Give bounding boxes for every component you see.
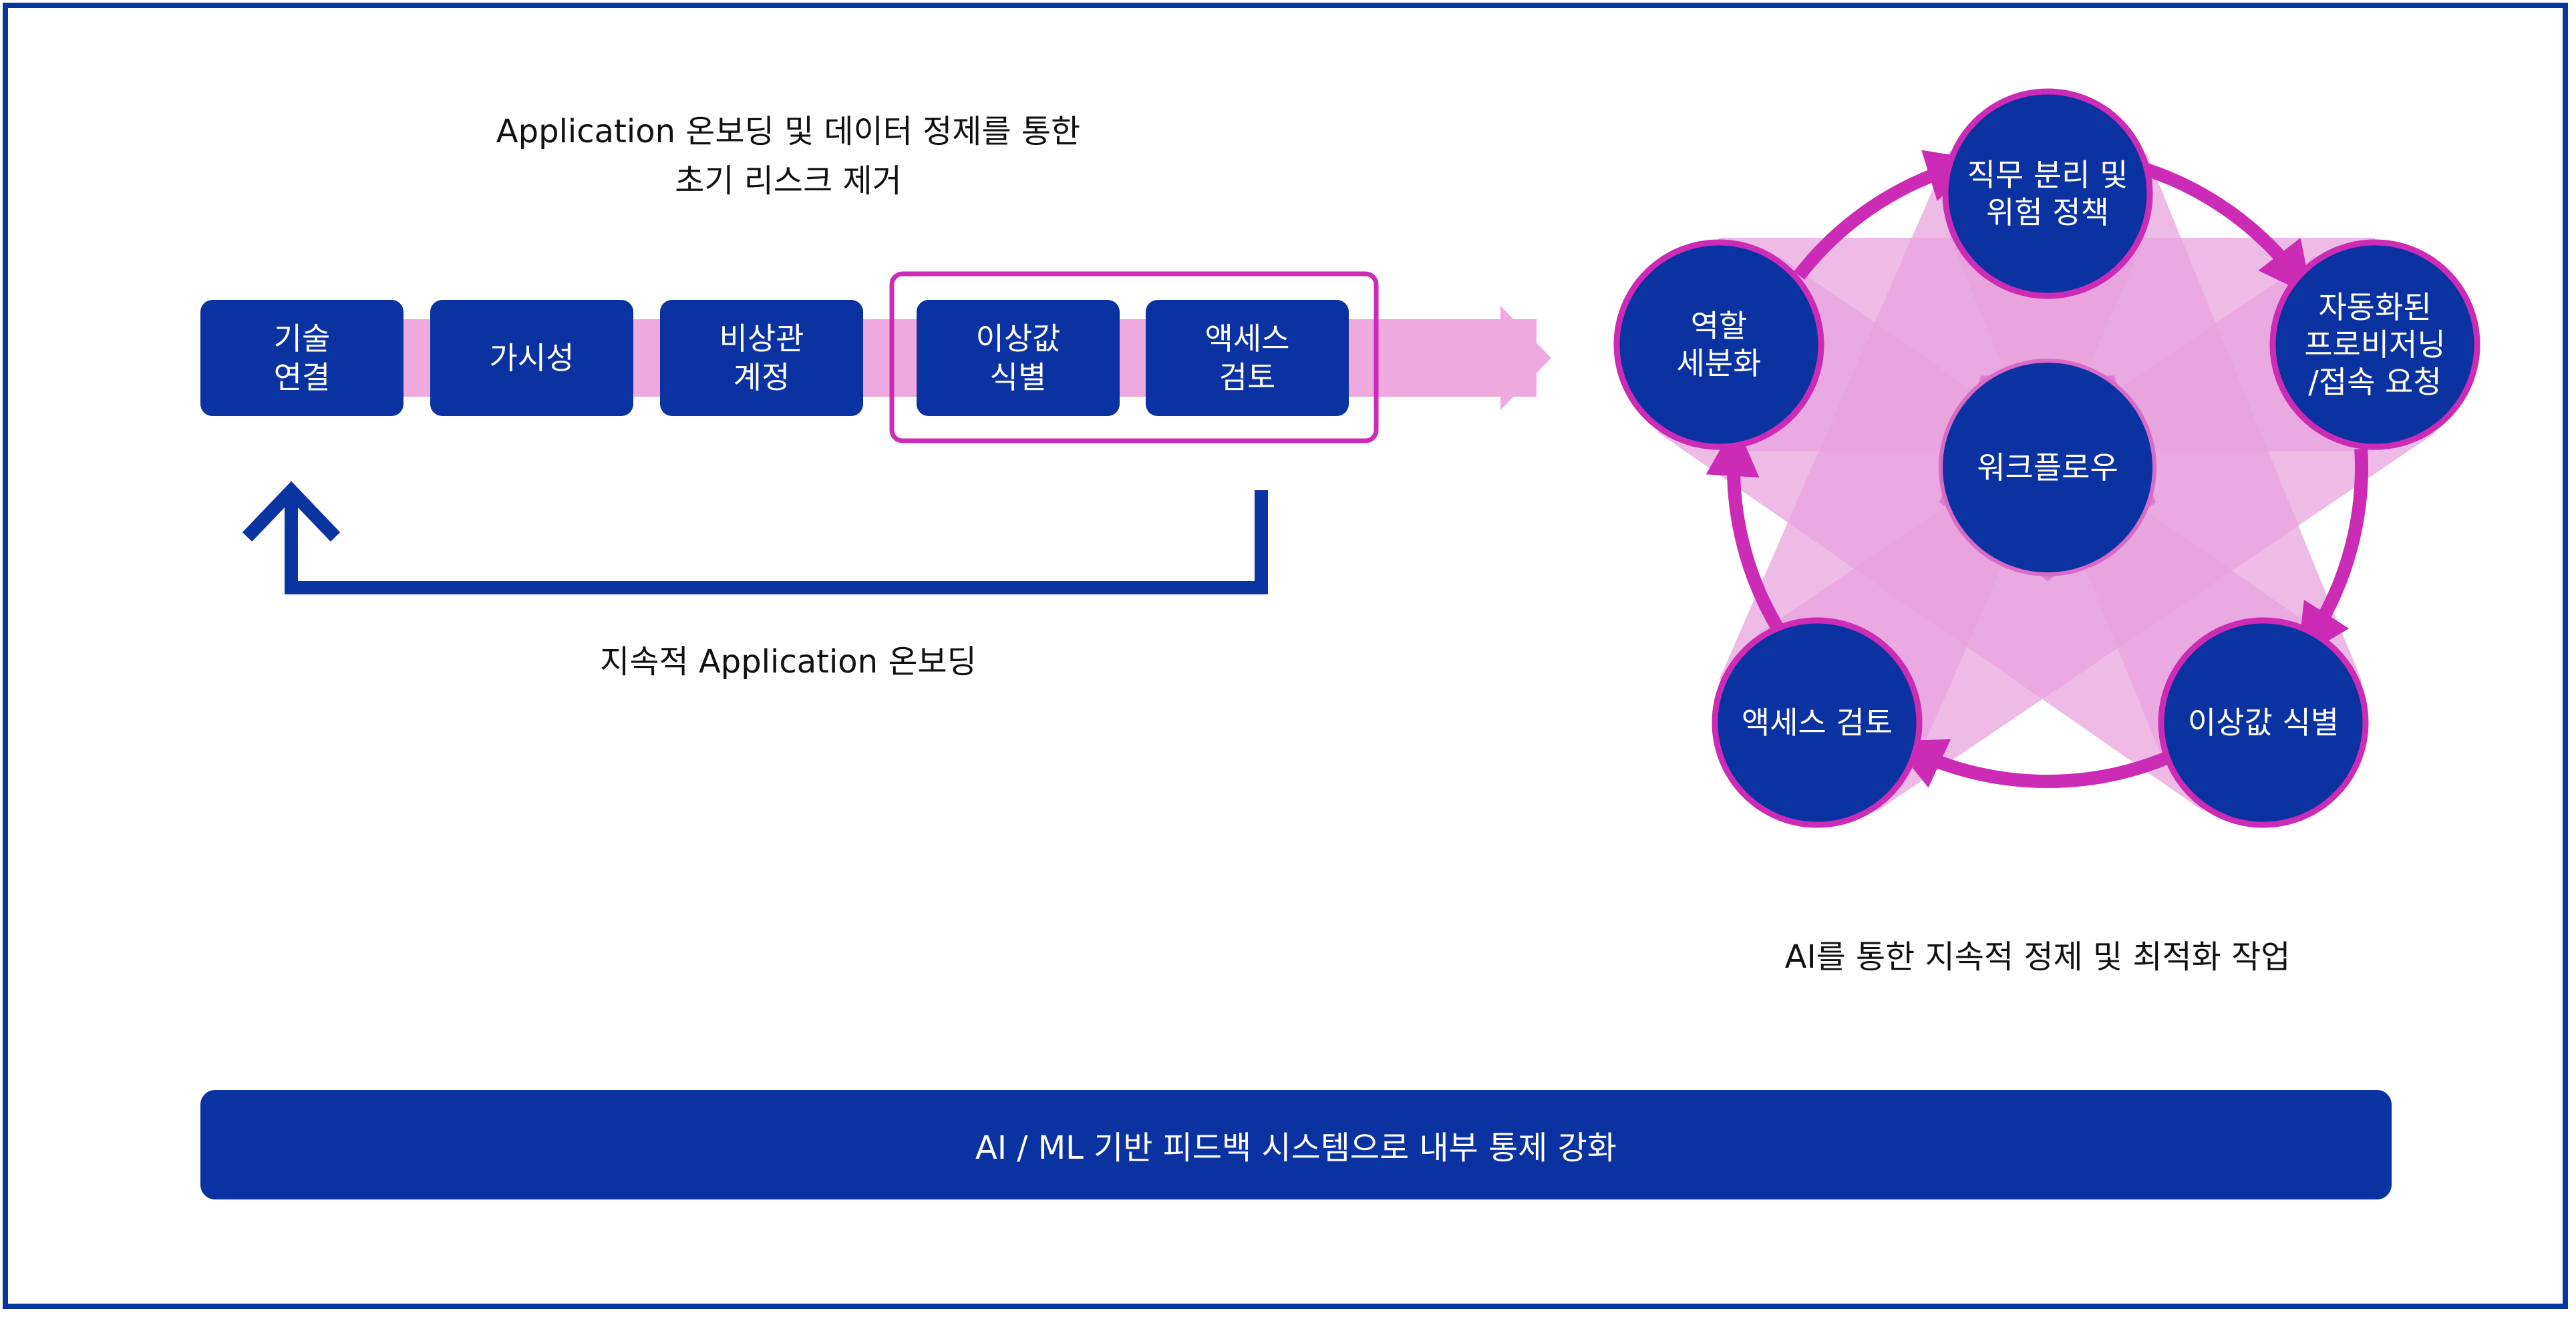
- left-title: Application 온보딩 및 데이터 정제를 통한 초기 리스크 제거: [428, 107, 1149, 206]
- node-outlier-detection-label: 이상값 식별: [2188, 705, 2339, 741]
- star-band: [1719, 238, 2375, 451]
- step-access-review: 액세스 검토: [1146, 300, 1349, 416]
- node-role-refinement-label: 세분화: [1677, 345, 1762, 381]
- node-access-review-label: 액세스 검토: [1742, 705, 1893, 741]
- step-outlier-detection: 이상값 식별: [917, 300, 1120, 416]
- diagram-frame: [3, 3, 2568, 1309]
- cycle-arrow: [2297, 448, 2368, 659]
- cycle-arrow: [1706, 422, 1784, 632]
- cycle-arrows: [1706, 150, 2368, 788]
- left-title-line2: 초기 리스크 제거: [675, 162, 902, 200]
- node-segregation-of-duties: 직무 분리 및위험 정책: [1942, 88, 2153, 299]
- node-segregation-of-duties-circle: [1942, 88, 2153, 299]
- left-title-line1: Application 온보딩 및 데이터 정제를 통한: [496, 113, 1081, 150]
- bottom-banner: AI / ML 기반 피드백 시스템으로 내부 통제 강화: [200, 1090, 2392, 1199]
- highlight-box: [889, 271, 1379, 443]
- cycle-arrow: [1794, 150, 1981, 280]
- loop-arrow-head: [242, 481, 341, 542]
- node-access-review: 액세스 검토: [1712, 617, 1923, 828]
- node-outlier-detection-circle: [2158, 617, 2369, 828]
- node-auto-provisioning-label: /접속 요청: [2308, 364, 2441, 400]
- node-outlier-detection: 이상값 식별: [2158, 617, 2369, 828]
- node-auto-provisioning-circle: [2269, 239, 2480, 450]
- cycle-arrow: [1891, 739, 2173, 788]
- node-workflow: 워크플로우: [1939, 359, 2156, 576]
- node-role-refinement-label: 역할: [1691, 308, 1748, 344]
- node-role-refinement-circle: [1613, 239, 1824, 450]
- step-tech-connection: 기술 연결: [200, 300, 404, 416]
- cycle-arrow: [2138, 161, 2313, 297]
- node-segregation-of-duties-label: 위험 정책: [1986, 194, 2109, 230]
- right-caption: AI를 통한 지속적 정제 및 최적화 작업: [1784, 938, 2291, 976]
- loop-arrow: [285, 490, 1268, 594]
- node-auto-provisioning-label: 프로비저닝: [2304, 327, 2446, 363]
- node-auto-provisioning-label: 자동화된: [2318, 289, 2431, 325]
- flow-arrowhead: [1500, 306, 1551, 410]
- step-visibility: 가시성: [430, 300, 633, 416]
- node-workflow-label: 워크플로우: [1977, 449, 2118, 486]
- node-access-review-circle: [1712, 617, 1923, 828]
- node-segregation-of-duties-label: 직무 분리 및: [1967, 157, 2128, 193]
- loop-label: 지속적 Application 온보딩: [600, 643, 977, 681]
- step-uncorrelated-accounts: 비상관 계정: [660, 300, 863, 416]
- node-workflow-circle: [1939, 359, 2156, 576]
